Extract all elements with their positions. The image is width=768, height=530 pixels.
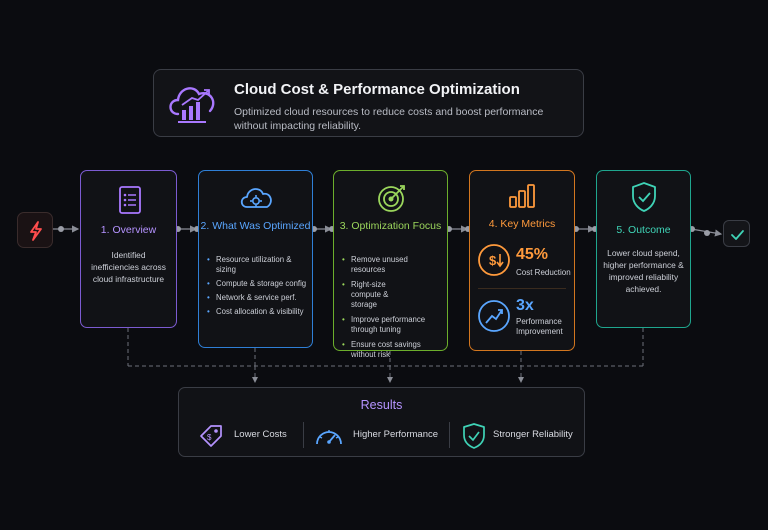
list-item: Improve performance through tuning: [342, 315, 431, 335]
bullet-list: Resource utilization & sizing Compute & …: [207, 255, 308, 317]
metric-label: Cost Reduction: [516, 268, 571, 277]
results-title: Results: [360, 398, 403, 412]
target-icon: [378, 185, 405, 212]
step-card-key-metrics: 4. Key Metrics $ 45% Cost Reduction 3x P…: [469, 170, 575, 351]
end-node: [723, 220, 750, 247]
metric-value: 3x: [516, 297, 534, 314]
document-list-icon: [119, 186, 141, 214]
shield-check-icon: [463, 423, 485, 449]
list-item: Right-size compute & storage: [342, 280, 415, 310]
step-title: 4. Key Metrics: [488, 218, 556, 230]
list-item: Compute & storage config: [207, 279, 308, 289]
bar-chart-icon: [509, 184, 535, 208]
result-label: Stronger Reliability: [493, 429, 573, 440]
list-item: Cost allocation & visibility: [207, 307, 308, 317]
step-title: 1. Overview: [100, 224, 157, 236]
result-item-lower-costs: $ Lower Costs: [197, 422, 307, 450]
cloud-gear-icon: [240, 188, 272, 208]
results-panel: Results $ Lower Costs Higher Performance…: [178, 387, 585, 457]
result-label: Higher Performance: [353, 429, 439, 440]
step-description: Identified inefficiencies across cloud i…: [91, 250, 166, 284]
bullet-list: Remove unused resources Right-size compu…: [342, 255, 443, 360]
lightning-icon: [30, 221, 42, 241]
metric-label: Performance Improvement: [516, 317, 563, 336]
svg-text:$: $: [207, 433, 212, 442]
list-item: Network & service perf.: [207, 293, 308, 303]
result-item-stronger-reliability: Stronger Reliability: [461, 422, 581, 450]
metric-divider: [478, 288, 566, 289]
speedometer-icon: [316, 430, 342, 445]
step-description: Lower cloud spend, higher performance & …: [603, 248, 684, 294]
step-title: 5. Outcome: [616, 224, 671, 236]
page-title: Cloud Cost & Performance Optimization: [234, 81, 520, 98]
list-item: Remove unused resources: [342, 255, 443, 275]
page-subtitle: Optimized cloud resources to reduce cost…: [234, 106, 544, 132]
metric-value: 45%: [516, 246, 549, 263]
step-card-optimization-focus: 3. Optimization Focus Remove unused reso…: [333, 170, 448, 359]
step-card-what-was-optimized: 2. What Was Optimized Resource utilizati…: [198, 170, 313, 348]
cloud-chart-icon: [169, 87, 215, 123]
svg-text:$: $: [489, 253, 497, 268]
results-divider: [303, 422, 304, 448]
trend-up-icon: [478, 300, 510, 332]
result-item-higher-performance: Higher Performance: [313, 422, 443, 450]
step-title: 3. Optimization Focus: [339, 220, 442, 232]
step-card-overview: 1. Overview Identified inefficiencies ac…: [80, 170, 177, 328]
list-item: Ensure cost savings without risk: [342, 340, 437, 360]
check-icon: [731, 230, 744, 240]
result-label: Lower Costs: [234, 429, 287, 440]
results-divider: [449, 422, 450, 448]
start-node: [17, 212, 53, 248]
step-title: 2. What Was Optimized: [200, 220, 311, 232]
list-item: Resource utilization & sizing: [207, 255, 308, 275]
header-card: Cloud Cost & Performance Optimization Op…: [153, 69, 584, 137]
price-tag-icon: $: [200, 425, 222, 447]
step-card-outcome: 5. Outcome Lower cloud spend, higher per…: [596, 170, 691, 328]
dollar-down-icon: $: [478, 244, 510, 276]
shield-check-icon: [632, 182, 656, 212]
